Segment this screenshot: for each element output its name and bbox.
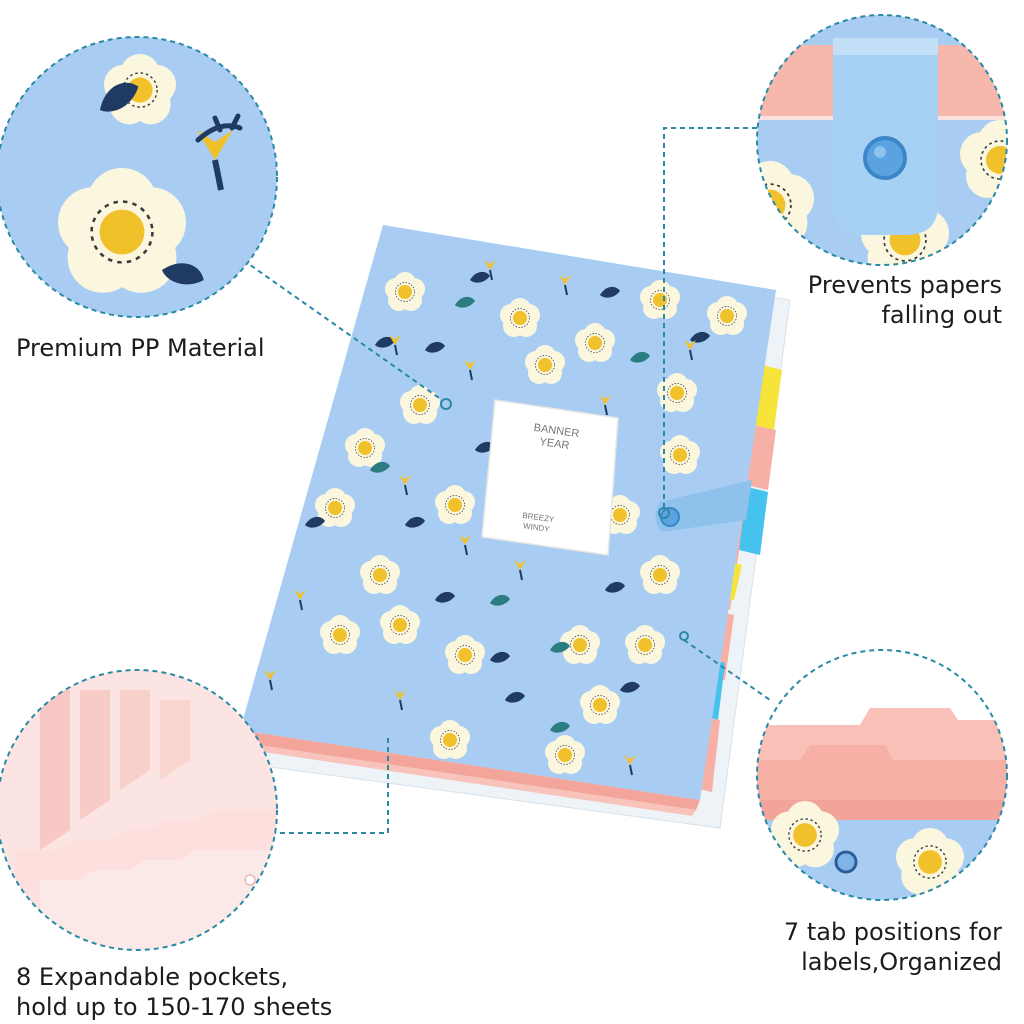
pockets-callout-line2: hold up to 150-170 sheets bbox=[16, 993, 333, 1021]
pockets-callout: 8 Expandable pockets, hold up to 150-170… bbox=[16, 962, 332, 1022]
callout-lines bbox=[235, 127, 771, 834]
callout-dots bbox=[440, 398, 689, 641]
zoom-pockets bbox=[0, 669, 278, 951]
material-callout-text: Premium PP Material bbox=[16, 334, 265, 362]
zoom-tabs bbox=[756, 649, 1008, 901]
zoom-material bbox=[0, 36, 278, 318]
pockets-callout-line1: 8 Expandable pockets, bbox=[16, 963, 289, 991]
tabs-callout-line2: labels,Organized bbox=[801, 948, 1002, 976]
folder: BANNER YEAR BREEZY WINDY bbox=[236, 225, 791, 829]
zoom-closure bbox=[756, 14, 1008, 266]
closure-callout-line1: Prevents papers bbox=[807, 271, 1002, 299]
tabs-callout-line1: 7 tab positions for bbox=[783, 918, 1002, 946]
svg-text:YEAR: YEAR bbox=[539, 436, 570, 452]
cover-label: BANNER YEAR BREEZY WINDY bbox=[481, 399, 619, 556]
svg-text:WINDY: WINDY bbox=[523, 521, 551, 534]
tabs-callout: 7 tab positions for labels,Organized bbox=[784, 917, 1002, 977]
snap-closure bbox=[655, 480, 752, 532]
material-callout: Premium PP Material bbox=[16, 333, 265, 363]
closure-callout-line2: falling out bbox=[881, 301, 1002, 329]
closure-callout: Prevents papers falling out bbox=[808, 270, 1002, 330]
